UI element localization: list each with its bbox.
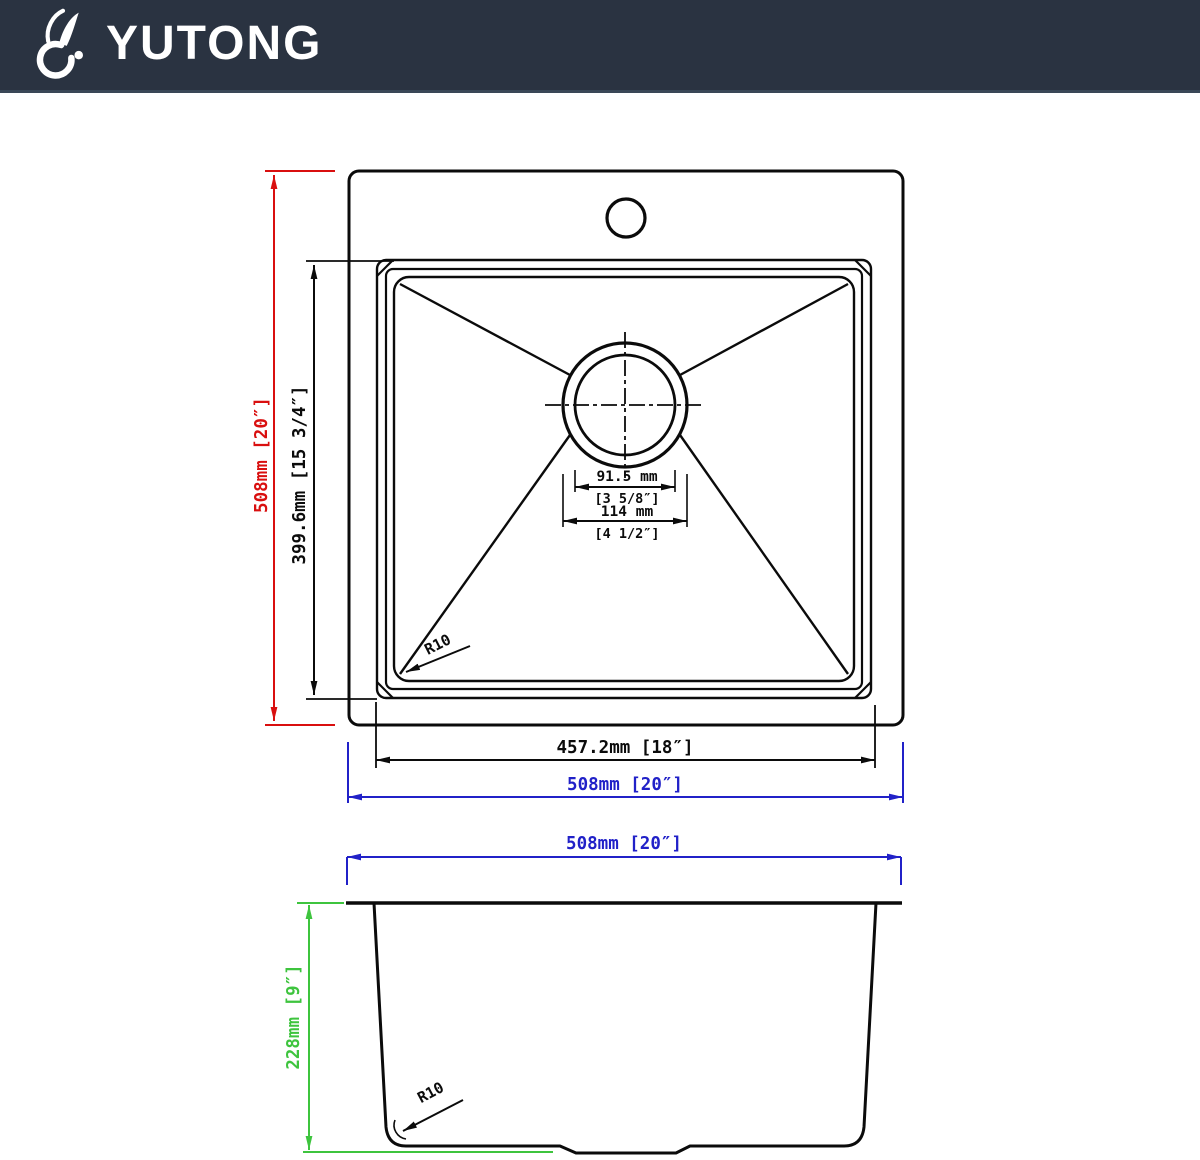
drain-dimensions (562, 470, 688, 527)
drain-outer-dim-mm: 114 mm (601, 504, 654, 520)
brand-header: YUTONG (0, 0, 1200, 93)
bowl-edge (392, 275, 856, 683)
drain-outer-dim-in: [4 1/2″] (594, 526, 659, 542)
side-width-dimension (346, 853, 902, 885)
depth-dimension (297, 902, 553, 1153)
sink-outer-edge (347, 169, 905, 727)
rabbit-logo-icon (36, 8, 83, 79)
corner-radius-label: R10 (414, 1078, 446, 1107)
drain-inner-dim-mm: 91.5 mm (596, 469, 657, 485)
bowl-rim-inner (384, 267, 864, 691)
faucet-hole (605, 197, 647, 239)
depth-label: 228mm [9″] (284, 964, 304, 1069)
brand-name: YUTONG (106, 16, 323, 70)
overall-height-dimension (265, 170, 335, 726)
sink-body-outline (372, 902, 878, 1155)
bowl-slope-diagonals (399, 282, 849, 675)
overall-height-label: 508mm [20″] (252, 397, 272, 513)
drain-inner-dim-in: [3 5/8″] (594, 491, 659, 507)
overall-width-label: 508mm [20″] (567, 775, 683, 795)
bowl-height-label: 399.6mm [15 3/4″] (290, 385, 310, 564)
bowl-width-label: 457.2mm [18″] (557, 738, 694, 758)
bowl-rim-outer (375, 258, 873, 700)
corner-radius-callout-side-view: R10 (393, 1078, 464, 1140)
side-width-label: 508mm [20″] (566, 834, 682, 854)
side-view: 508mm [20″] R10 228mm [9″] (284, 834, 902, 1155)
overall-width-dimension (347, 742, 904, 803)
drain-centerlines (545, 332, 705, 478)
bowl-width-dimension (375, 702, 876, 768)
bowl-height-dimension (306, 260, 394, 700)
top-view: 91.5 mm [3 5/8″] 114 mm [4 1/2″] R10 508… (252, 169, 905, 803)
rim-corner-chamfers (376, 259, 872, 699)
